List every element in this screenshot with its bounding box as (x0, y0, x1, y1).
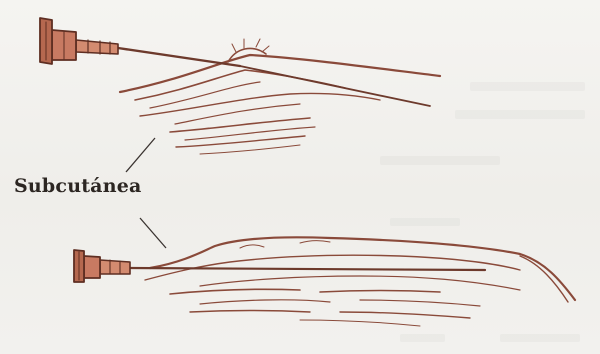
skin-layer-icon (145, 237, 575, 326)
bottom-injection-diagram (74, 237, 575, 326)
top-injection-diagram (40, 18, 440, 154)
leader-line-top (126, 138, 155, 172)
leader-line-bottom (140, 218, 166, 248)
bleed-through (380, 82, 585, 342)
syringe-icon (74, 250, 485, 282)
syringe-icon (40, 18, 430, 106)
subcutaneous-label: Subcutánea (14, 175, 142, 197)
